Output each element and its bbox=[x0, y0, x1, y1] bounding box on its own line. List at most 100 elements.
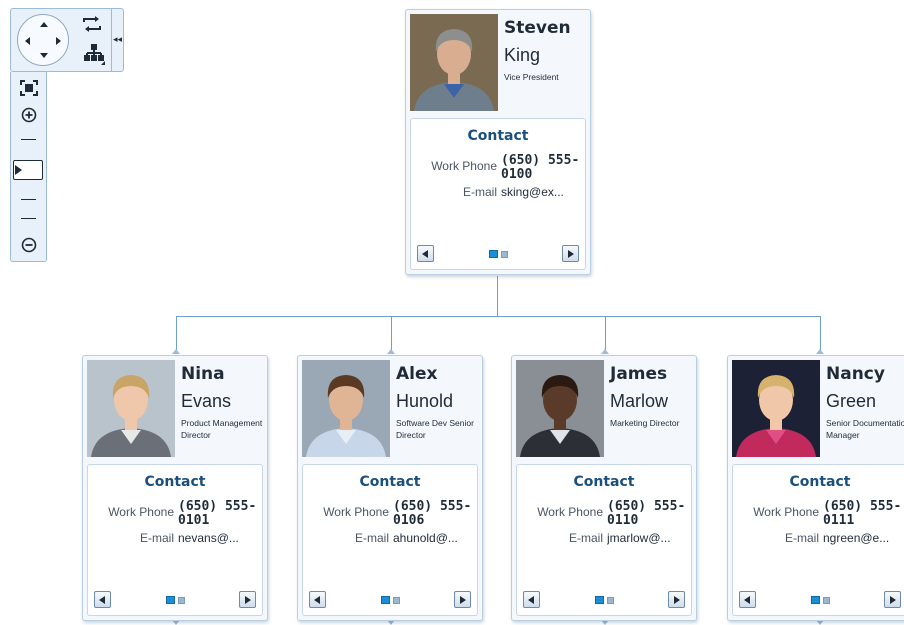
work-phone-value: (650) 555-0101 bbox=[178, 499, 257, 528]
employee-job-title: Marketing Director bbox=[610, 418, 680, 428]
work-phone-label: Work Phone bbox=[431, 159, 497, 173]
employee-last-name: Hunold bbox=[396, 391, 454, 411]
expand-notch[interactable] bbox=[816, 620, 824, 625]
expand-notch[interactable] bbox=[601, 620, 609, 625]
expand-notch[interactable] bbox=[387, 620, 395, 625]
connector-notch bbox=[601, 349, 609, 354]
page-dot-inactive[interactable] bbox=[178, 597, 185, 604]
employee-photo bbox=[302, 360, 390, 457]
employee-job-title: Product Management Director bbox=[181, 418, 263, 440]
hierarchy-icon[interactable] bbox=[83, 43, 105, 68]
next-page-button[interactable] bbox=[668, 591, 685, 608]
email-value[interactable]: jmarlow@... bbox=[607, 531, 671, 545]
previous-page-button[interactable] bbox=[523, 591, 540, 608]
connector-line bbox=[176, 316, 820, 317]
connector-line bbox=[820, 316, 821, 352]
chevron-right-icon[interactable] bbox=[56, 37, 61, 45]
contact-heading: Contact bbox=[144, 474, 206, 490]
employee-card[interactable]: Nina Evans Product Management Director C… bbox=[82, 355, 268, 621]
employee-first-name: Nancy bbox=[826, 364, 885, 384]
employee-last-name: Evans bbox=[181, 391, 232, 411]
page-dot-active[interactable] bbox=[811, 596, 820, 604]
employee-first-name: Alex bbox=[396, 364, 438, 384]
org-chart-navigator: ◂◂ bbox=[10, 8, 124, 72]
zoom-out-icon[interactable] bbox=[11, 237, 46, 257]
work-phone-value: (650) 555-0106 bbox=[393, 499, 472, 528]
contact-heading: Contact bbox=[467, 128, 529, 144]
page-dot-inactive[interactable] bbox=[823, 597, 830, 604]
rotate-icon[interactable] bbox=[81, 15, 103, 36]
work-phone-value: (650) 555-0110 bbox=[607, 499, 686, 528]
employee-last-name: King bbox=[504, 45, 541, 65]
employee-job-title: Vice President bbox=[504, 72, 559, 82]
chevron-up-icon[interactable] bbox=[40, 22, 48, 27]
previous-page-button[interactable] bbox=[417, 245, 434, 262]
employee-photo bbox=[87, 360, 175, 457]
work-phone-label: Work Phone bbox=[753, 505, 819, 519]
contact-heading: Contact bbox=[573, 474, 635, 490]
contact-panel: Contact Work Phone (650) 555-0110 E-mail… bbox=[516, 464, 692, 616]
employee-photo bbox=[732, 360, 820, 457]
page-dot-inactive[interactable] bbox=[501, 251, 508, 258]
employee-job-title: Software Dev Senior Director bbox=[396, 418, 474, 440]
email-label: E-mail bbox=[784, 531, 819, 545]
connector-line bbox=[605, 316, 606, 352]
employee-photo bbox=[516, 360, 604, 457]
connector-notch bbox=[387, 349, 395, 354]
contact-panel: Contact Work Phone (650) 555-0101 E-mail… bbox=[87, 464, 263, 616]
connector-notch bbox=[172, 349, 180, 354]
previous-page-button[interactable] bbox=[309, 591, 326, 608]
work-phone-label: Work Phone bbox=[537, 505, 603, 519]
employee-job-title: Senior Documentation Manager bbox=[826, 418, 904, 440]
page-dot-active[interactable] bbox=[595, 596, 604, 604]
employee-card[interactable]: Steven King Vice President Contact Work … bbox=[405, 9, 591, 275]
email-value[interactable]: ahunold@... bbox=[393, 531, 458, 545]
email-value[interactable]: ngreen@e... bbox=[823, 531, 890, 545]
email-value[interactable]: sking@ex... bbox=[501, 185, 564, 199]
email-label: E-mail bbox=[354, 531, 389, 545]
email-label: E-mail bbox=[462, 185, 497, 199]
employee-last-name: Marlow bbox=[610, 391, 669, 411]
pointer-icon bbox=[15, 165, 22, 175]
work-phone-label: Work Phone bbox=[108, 505, 174, 519]
zoom-panel bbox=[10, 72, 47, 262]
employee-card[interactable]: Nancy Green Senior Documentation Manager… bbox=[727, 355, 904, 621]
pan-control[interactable] bbox=[17, 14, 69, 66]
next-page-button[interactable] bbox=[884, 591, 901, 608]
previous-page-button[interactable] bbox=[94, 591, 111, 608]
zoom-slider-thumb[interactable] bbox=[13, 160, 43, 180]
employee-card[interactable]: Alex Hunold Software Dev Senior Director… bbox=[297, 355, 483, 621]
page-dot-active[interactable] bbox=[489, 250, 498, 258]
contact-panel: Contact Work Phone (650) 555-0100 E-mail… bbox=[410, 118, 586, 270]
email-label: E-mail bbox=[139, 531, 174, 545]
email-label: E-mail bbox=[568, 531, 603, 545]
double-chevron-left-icon[interactable]: ◂◂ bbox=[111, 9, 123, 71]
page-dot-inactive[interactable] bbox=[393, 597, 400, 604]
chevron-left-icon[interactable] bbox=[25, 37, 30, 45]
fit-to-screen-icon[interactable] bbox=[11, 80, 46, 100]
contact-panel: Contact Work Phone (650) 555-0106 E-mail… bbox=[302, 464, 478, 616]
connector-notch bbox=[816, 349, 824, 354]
zoom-tick bbox=[21, 199, 36, 200]
page-dot-inactive[interactable] bbox=[607, 597, 614, 604]
expand-notch[interactable] bbox=[172, 620, 180, 625]
chevron-down-icon[interactable] bbox=[40, 53, 48, 58]
work-phone-label: Work Phone bbox=[323, 505, 389, 519]
connector-line bbox=[497, 276, 498, 316]
connector-line bbox=[391, 316, 392, 352]
employee-first-name: James bbox=[610, 364, 668, 384]
previous-page-button[interactable] bbox=[739, 591, 756, 608]
employee-card[interactable]: James Marlow Marketing Director Contact … bbox=[511, 355, 697, 621]
next-page-button[interactable] bbox=[562, 245, 579, 262]
contact-panel: Contact Work Phone (650) 555-0111 E-mail… bbox=[732, 464, 904, 616]
email-value[interactable]: nevans@... bbox=[178, 531, 239, 545]
connector-line bbox=[176, 316, 177, 352]
page-dot-active[interactable] bbox=[381, 596, 390, 604]
employee-photo bbox=[410, 14, 498, 111]
page-dot-active[interactable] bbox=[166, 596, 175, 604]
zoom-in-icon[interactable] bbox=[11, 107, 46, 127]
work-phone-value: (650) 555-0111 bbox=[823, 499, 902, 528]
next-page-button[interactable] bbox=[454, 591, 471, 608]
next-page-button[interactable] bbox=[239, 591, 256, 608]
contact-heading: Contact bbox=[359, 474, 421, 490]
